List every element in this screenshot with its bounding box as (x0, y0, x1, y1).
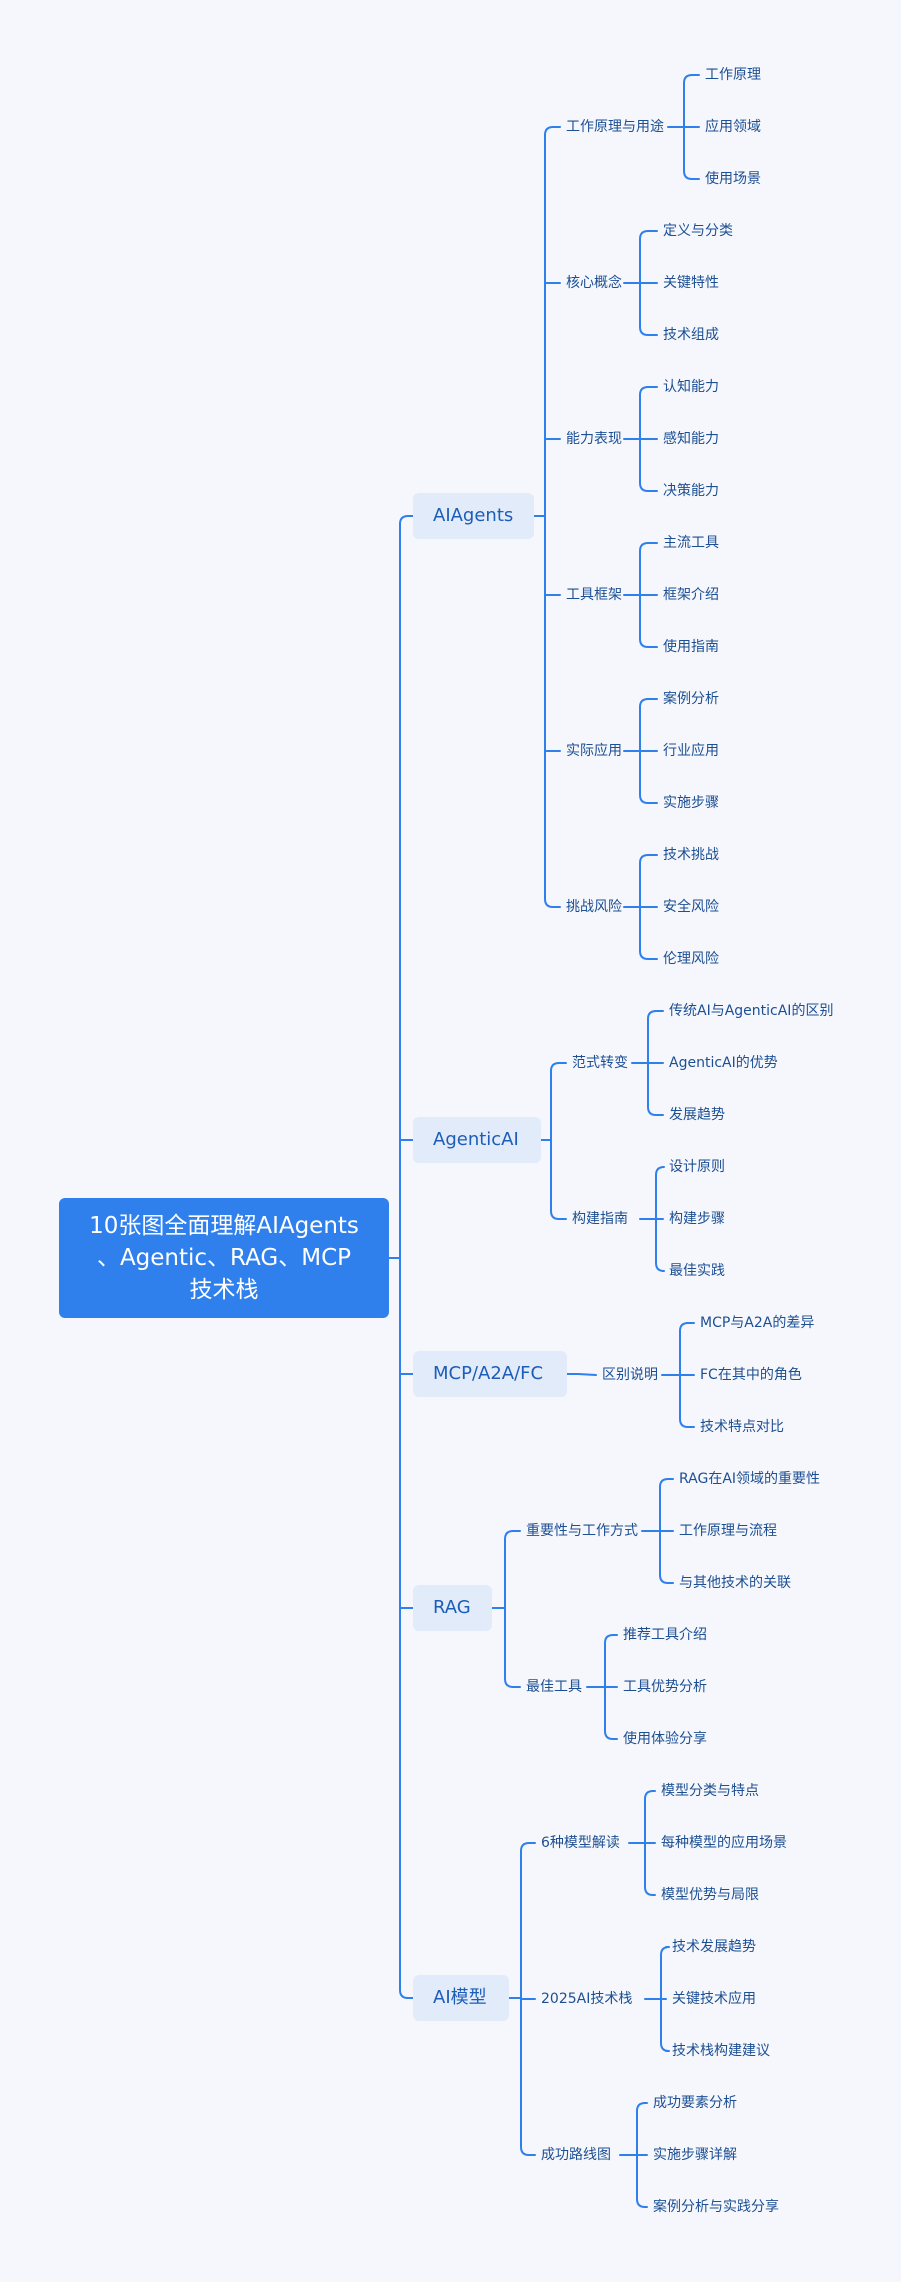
leaf-node[interactable]: 技术栈构建建议 (672, 2043, 770, 2059)
leaf-node[interactable]: 使用体验分享 (623, 1731, 707, 1747)
leaf-node[interactable]: 实施步骤 (663, 795, 719, 811)
subtopic-node[interactable]: 实际应用 (566, 743, 622, 759)
leaf-node[interactable]: 每种模型的应用场景 (661, 1835, 787, 1851)
leaf-node[interactable]: 设计原则 (669, 1159, 725, 1175)
leaf-node[interactable]: 推荐工具介绍 (623, 1627, 707, 1643)
subtopic-node[interactable]: 工作原理与用途 (566, 119, 664, 135)
subtopic-node[interactable]: 挑战风险 (566, 899, 622, 915)
leaf-node[interactable]: 关键技术应用 (672, 1991, 756, 2007)
leaf-node[interactable]: 实施步骤详解 (653, 2147, 737, 2163)
leaf-node[interactable]: 工作原理与流程 (679, 1523, 777, 1539)
leaf-node[interactable]: 工作原理 (705, 67, 761, 83)
leaf-node[interactable]: 伦理风险 (663, 951, 719, 967)
leaf-node[interactable]: 工具优势分析 (623, 1679, 707, 1695)
leaf-node[interactable]: 定义与分类 (663, 223, 733, 239)
leaf-node[interactable]: 行业应用 (663, 743, 719, 759)
leaf-node[interactable]: 技术组成 (663, 327, 719, 343)
leaf-node[interactable]: 使用场景 (705, 171, 761, 187)
subtopic-node[interactable]: 最佳工具 (526, 1679, 582, 1695)
root-title-line-2: 、Agentic、RAG、MCP (96, 1245, 352, 1271)
subtopic-node[interactable]: 成功路线图 (541, 2147, 611, 2163)
leaf-node[interactable]: 最佳实践 (669, 1263, 725, 1279)
leaf-node[interactable]: 成功要素分析 (653, 2095, 737, 2111)
leaf-node[interactable]: AgenticAI的优势 (669, 1055, 778, 1071)
subtopic-node[interactable]: 2025AI技术栈 (541, 1991, 633, 2007)
leaf-node[interactable]: RAG在AI领域的重要性 (679, 1471, 821, 1487)
leaf-node[interactable]: 构建步骤 (669, 1211, 725, 1227)
branch-node[interactable]: AI模型 (413, 1975, 509, 2021)
leaf-node[interactable]: 决策能力 (663, 483, 719, 499)
leaf-node[interactable]: 安全风险 (663, 899, 719, 915)
branch-node[interactable]: AIAgents (413, 493, 534, 539)
leaf-node[interactable]: 模型分类与特点 (661, 1783, 759, 1799)
branch-node[interactable]: AgenticAI (413, 1117, 541, 1163)
subtopic-node[interactable]: 范式转变 (572, 1055, 628, 1071)
leaf-node[interactable]: 发展趋势 (669, 1107, 725, 1123)
subtopic-node[interactable]: 工具框架 (566, 587, 622, 603)
leaf-node[interactable]: 与其他技术的关联 (679, 1575, 791, 1591)
branch-node[interactable]: RAG (413, 1585, 492, 1631)
root-node[interactable]: 10张图全面理解AIAgents 、Agentic、RAG、MCP 技术栈 (59, 1198, 389, 1318)
leaf-node[interactable]: 认知能力 (663, 379, 719, 395)
leaf-node[interactable]: 应用领域 (705, 119, 761, 135)
subtopic-node[interactable]: 重要性与工作方式 (526, 1523, 638, 1539)
leaf-node[interactable]: 使用指南 (663, 639, 719, 655)
leaf-node[interactable]: 框架介绍 (663, 587, 719, 603)
leaf-node[interactable]: 技术挑战 (663, 847, 719, 863)
leaf-node[interactable]: 主流工具 (663, 535, 719, 551)
leaf-node[interactable]: 传统AI与AgenticAI的区别 (669, 1003, 834, 1019)
root-title-line-3: 技术栈 (189, 1277, 259, 1303)
branch-node[interactable]: MCP/A2A/FC (413, 1351, 567, 1397)
leaf-node[interactable]: 案例分析与实践分享 (653, 2199, 779, 2215)
subtopic-node[interactable]: 核心概念 (566, 275, 622, 291)
subtopic-node[interactable]: 区别说明 (602, 1367, 658, 1383)
leaf-node[interactable]: 案例分析 (663, 691, 719, 707)
leaf-node[interactable]: MCP与A2A的差异 (700, 1315, 815, 1331)
leaf-node[interactable]: 关键特性 (663, 275, 719, 291)
leaf-node[interactable]: 模型优势与局限 (661, 1887, 759, 1903)
leaf-node[interactable]: 感知能力 (663, 431, 719, 447)
subtopic-node[interactable]: 构建指南 (572, 1211, 628, 1227)
subtopic-node[interactable]: 6种模型解读 (541, 1835, 620, 1851)
leaf-node[interactable]: 技术发展趋势 (672, 1939, 756, 1955)
leaf-node[interactable]: FC在其中的角色 (700, 1367, 802, 1383)
leaf-node[interactable]: 技术特点对比 (700, 1419, 784, 1435)
subtopic-node[interactable]: 能力表现 (566, 431, 622, 447)
root-title-line-1: 10张图全面理解AIAgents (89, 1213, 359, 1239)
